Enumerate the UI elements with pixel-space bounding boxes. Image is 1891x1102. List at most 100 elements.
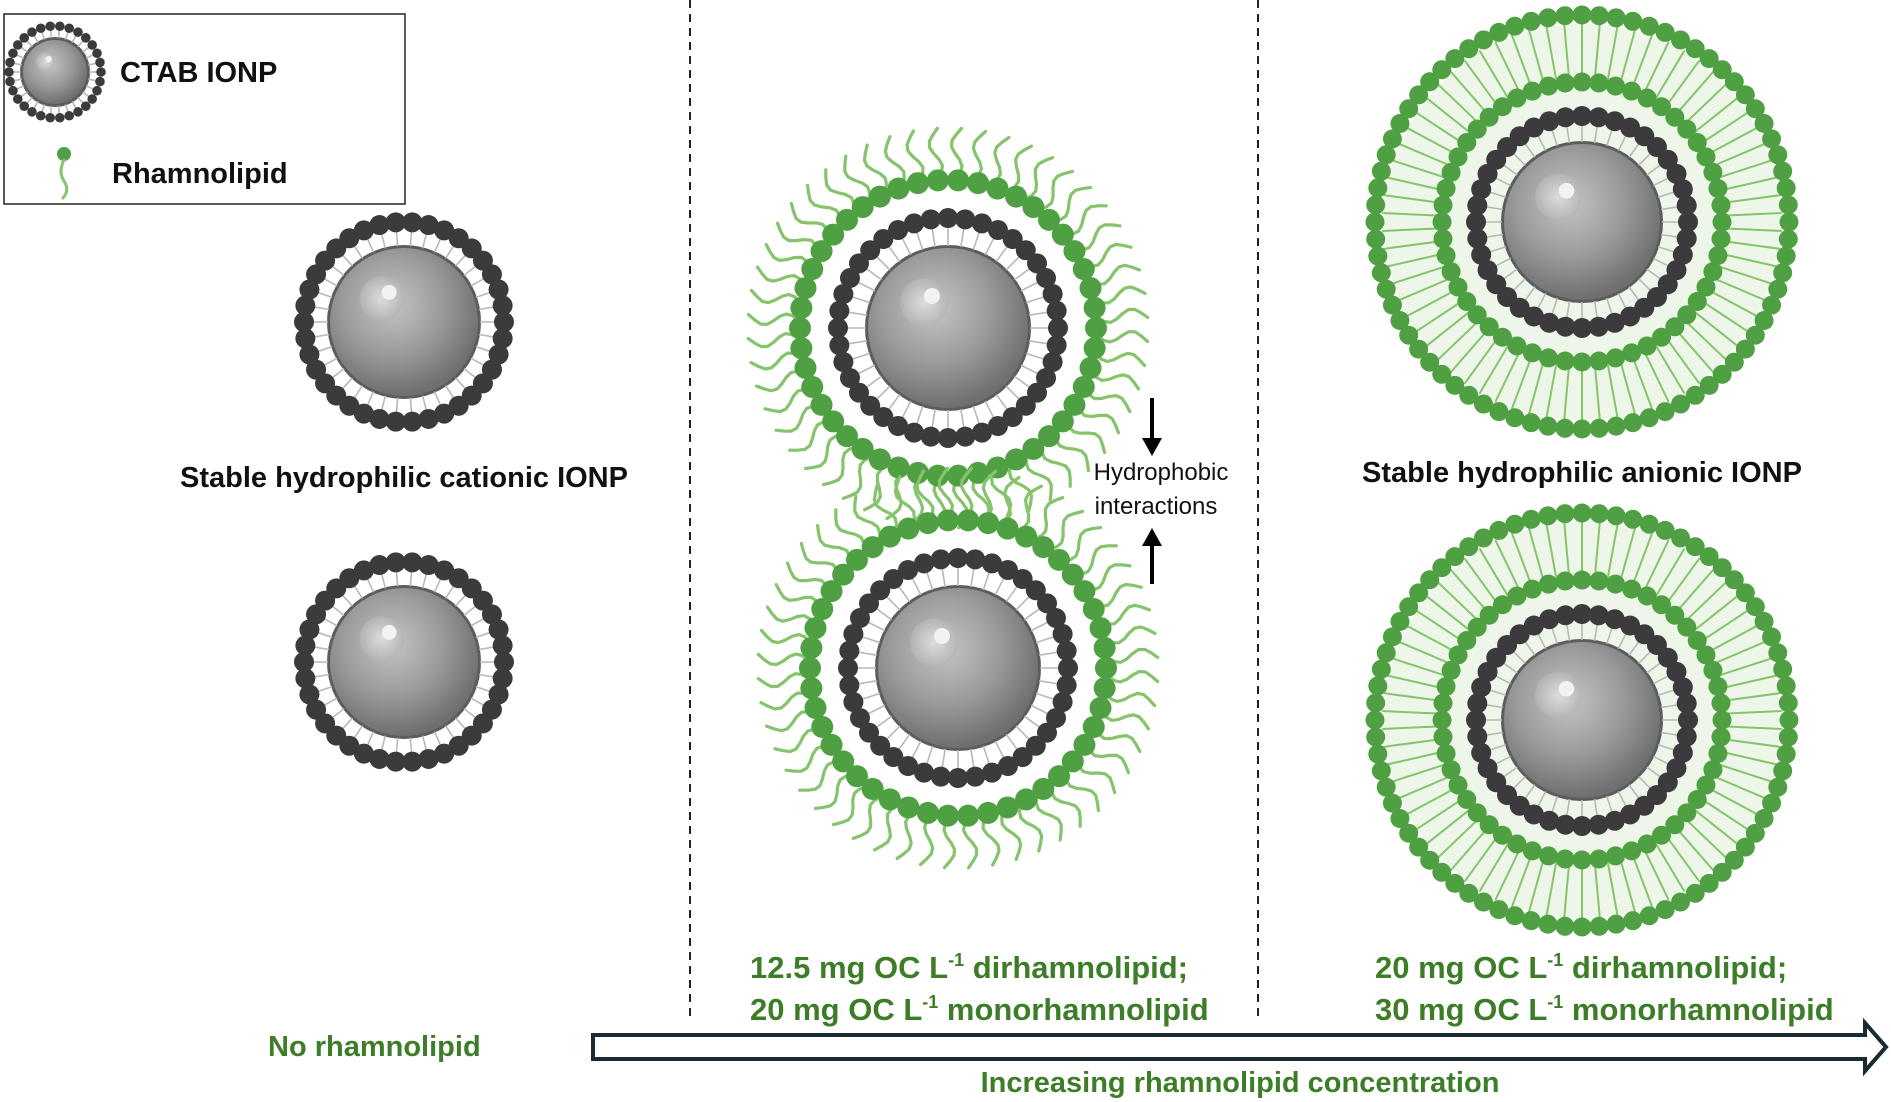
ctab-head [1002,406,1023,427]
rhamnolipid-tail [1106,669,1160,684]
rhamnolipid-head [1022,196,1045,219]
ctab-head [73,107,83,117]
ctab-head [1026,253,1047,274]
ctab-head [1676,195,1697,216]
rhamnolipid-tail [1694,809,1739,846]
rhamnolipid-outer-head [1724,72,1744,92]
rhamnolipid-head [897,796,920,819]
rhamnolipid-inner-head [1436,676,1456,696]
rhamnolipid-tail [1106,647,1160,665]
rhamnolipid-outer-head [1445,49,1465,69]
ctab-head [8,48,18,59]
rhamnolipid-outer-head [1371,761,1391,781]
rhamnolipid-tail [821,445,859,487]
rhamnolipid-inner-head [1665,815,1685,835]
rhamnolipid-head [1085,317,1107,339]
rhamnolipid-tail [1386,674,1441,689]
rhamnolipid-outer-head [1572,917,1592,937]
rhamnolipid-outer-head [1445,375,1465,395]
rhamnolipid-head [822,410,845,433]
rhamnolipid-head [957,509,980,532]
ctab-head [5,57,15,68]
rhamnolipid-inner-head [1696,277,1716,297]
rhamnolipid-outer-head [1623,509,1643,529]
ctab-head [492,328,513,349]
ctab-head [883,746,904,767]
rhamnolipid-outer-head [1368,744,1388,764]
ctab-head [1015,240,1036,261]
rhamnolipid-head [1015,525,1038,548]
rhamnolipid-tail [1723,176,1778,191]
ctab-head [299,279,320,300]
rhamnolipid-outer-head [1655,900,1675,920]
rhamnolipid-inner-head [1538,76,1558,96]
rhamnolipid-inner-head [1687,630,1707,650]
rhamnolipid-tail [981,813,1001,867]
rhamnolipid-tail [1405,787,1455,816]
rhamnolipid-tail [1032,496,1065,541]
ctab-head [488,344,509,365]
rhamnolipid-outer-head [1768,777,1788,797]
rhamnolipid-outer-head [1473,394,1493,414]
core-glint [1558,681,1575,697]
ctab-head [1058,658,1078,678]
ionp-core [1504,642,1660,798]
rhamnolipid-tail [1436,581,1478,621]
ctab-head [306,699,327,720]
ctab-head [981,553,1002,574]
rhamnolipid-tail [1723,674,1778,689]
legend-ctab-label: CTAB IONP [120,57,277,89]
rhamnolipid-inner-head [1433,727,1453,747]
rhamnolipid-tail [834,508,866,553]
rhamnolipid-inner-head [1433,195,1453,215]
rhamnolipid-tail [927,126,945,180]
rhamnolipid-tail [1644,539,1670,590]
rhamnolipid-outer-head [1489,520,1509,540]
anionic-caption: Stable hydrophilic anionic IONP [1362,457,1802,489]
ctab-head [92,48,102,59]
rhamnolipid-tail [1527,859,1545,914]
rhamnolipid-outer-head [1382,627,1402,647]
rhamnolipid-tail [1726,227,1782,232]
rhamnolipid-head [1038,425,1061,448]
rhamnolipid-tail [1414,799,1462,832]
ctab-head [843,691,864,712]
rhamnolipid-outer-head [1572,419,1592,439]
ctab-head [1467,228,1488,249]
ctab-head [12,40,23,50]
rhamnolipid-inner-head [1572,72,1592,92]
rhamnolipid-outer-head [1773,659,1793,679]
concentration-arrow-label: Increasing rhamnolipid concentration [981,1067,1500,1099]
rhamnolipid-outer-head [1778,693,1798,713]
rhamnolipid-tail [1104,691,1157,708]
rhamnolipid-tail [831,785,869,827]
rhamnolipid-outer-head [1376,279,1396,299]
rhamnolipid-tail [1594,520,1601,576]
rhamnolipid-outer-head [1366,195,1386,215]
ctab-head [96,67,106,77]
rhamnolipid-inner-head [1432,212,1452,232]
rhamnolipid-tail [1386,253,1441,268]
rhamnolipid-inner-head [1441,760,1461,780]
rhamnolipid-tail [895,810,917,861]
rhamnolipid-inner-head [1441,660,1461,680]
rhamnolipid-inner-head [1677,803,1697,823]
rhamnolipid-head [801,375,824,398]
rhamnolipid-tail [1545,523,1558,578]
ctab-head [1604,111,1625,132]
ionp-core [330,588,478,736]
rhamnolipid-tail [1414,301,1462,334]
rhamnolipid-outer-head [1409,837,1429,857]
rhamnolipid-tail [1382,710,1438,715]
rhamnolipid-outer-head [1606,416,1626,436]
rhamnolipid-tail [1714,278,1767,302]
legend: CTAB IONP Rhamnolipid [3,13,406,205]
ctab-head [1672,677,1693,698]
ctab-head [873,406,894,427]
rhamnolipid-tail [788,420,833,452]
ctab-head [914,553,935,574]
rhamnolipid-outer-head [1685,385,1705,405]
rhamnolipid-outer-head [1754,611,1774,631]
rhamnolipid-tail [1383,194,1439,204]
core-glint [1558,183,1575,199]
